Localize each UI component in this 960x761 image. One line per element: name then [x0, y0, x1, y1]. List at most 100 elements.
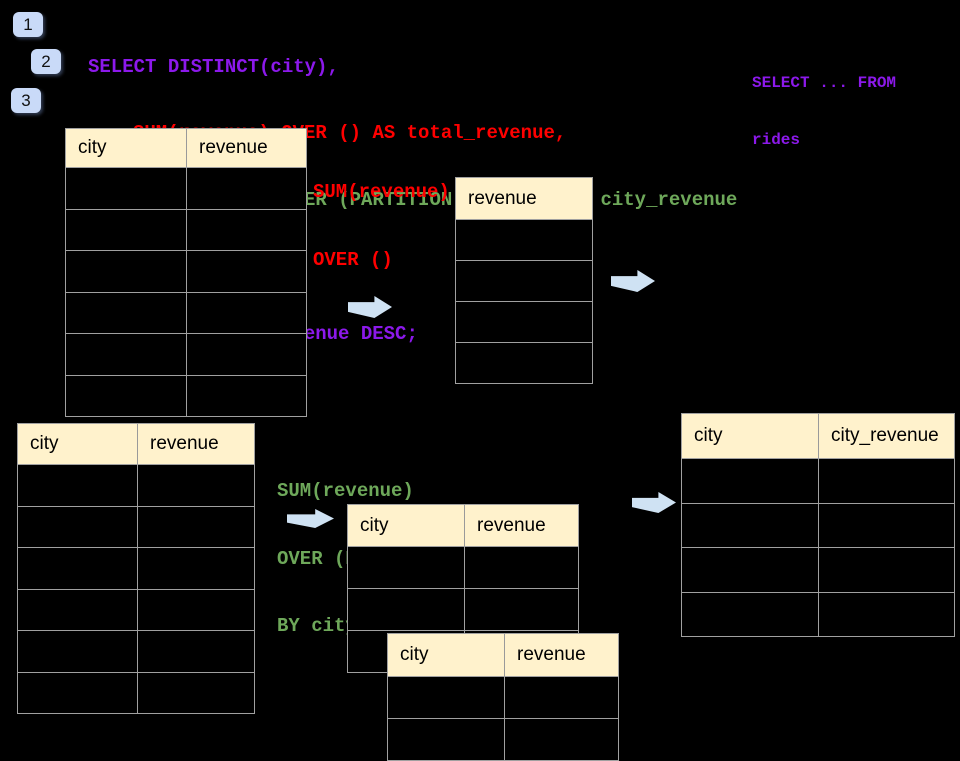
- table-cell: [388, 677, 504, 718]
- arrow-right-icon: [632, 492, 676, 513]
- table-cell: [504, 719, 616, 760]
- note-line-2: rides: [752, 131, 801, 149]
- table-cell: [66, 293, 186, 334]
- table-cell: [137, 631, 252, 672]
- table-cell: [388, 719, 504, 760]
- table-cell: [137, 589, 252, 630]
- table-row: [18, 671, 254, 714]
- annotation-line: SUM(revenue): [313, 181, 450, 203]
- table-header-row: city city_revenue: [682, 414, 954, 458]
- table-body: [456, 219, 592, 383]
- table-cell: [137, 506, 252, 547]
- table-cell: [66, 251, 186, 292]
- table-row: [18, 547, 254, 589]
- annotation-line: SUM(revenue): [277, 480, 414, 502]
- table-cell: [186, 209, 304, 250]
- table-cell: [818, 548, 952, 592]
- table-cell: [348, 547, 464, 588]
- table-row: [682, 547, 954, 592]
- table-cell: [818, 503, 952, 547]
- table-cell: [137, 672, 252, 713]
- table-cell: [186, 334, 304, 375]
- table-cell: [456, 302, 590, 342]
- table-cell: [682, 459, 818, 503]
- table-cell: [348, 589, 464, 630]
- select-from-rides-note: SELECT ... FROM rides: [752, 36, 896, 169]
- table-row: [66, 291, 306, 334]
- table-total-revenue-result: revenue: [455, 177, 593, 384]
- table-body: [66, 167, 306, 416]
- table-cell: [66, 168, 186, 209]
- column-header-revenue: revenue: [468, 187, 537, 209]
- table-cell: [456, 261, 590, 301]
- column-header-revenue: revenue: [504, 634, 616, 676]
- table-cell: [18, 507, 137, 548]
- table-body: [388, 676, 618, 760]
- table-row: [18, 505, 254, 548]
- column-header-revenue: revenue: [137, 424, 252, 464]
- table-row: [66, 250, 306, 292]
- table-cell: [66, 210, 186, 251]
- step-badge-3[interactable]: 3: [11, 88, 41, 113]
- table-row: [66, 333, 306, 375]
- note-line-1: SELECT ... FROM: [752, 74, 897, 92]
- table-cell: [682, 504, 818, 548]
- table-cell: [186, 251, 304, 292]
- table-cell: [18, 673, 137, 714]
- table-cell: [186, 375, 304, 416]
- column-header-city: city: [78, 137, 107, 158]
- column-header-city: city: [30, 433, 59, 454]
- step-badge-1[interactable]: 1: [13, 12, 43, 37]
- table-cell: [504, 677, 616, 718]
- table-cell: [464, 547, 576, 588]
- table-partition-result: city city_revenue: [681, 413, 955, 637]
- table-cell: [18, 590, 137, 631]
- table-row: [456, 219, 592, 260]
- table-cell: [186, 168, 304, 209]
- table-header-row: city revenue: [348, 505, 578, 546]
- table-body: [18, 464, 254, 713]
- step-badge-label: 2: [41, 51, 51, 71]
- table-cell: [186, 292, 304, 333]
- table-row: [18, 464, 254, 506]
- table-source-bottom: city revenue: [17, 423, 255, 714]
- table-row: [456, 342, 592, 383]
- column-header-city: city: [400, 644, 429, 665]
- column-header-city-revenue: city_revenue: [818, 414, 952, 458]
- table-row: [18, 630, 254, 672]
- table-cell: [18, 465, 137, 506]
- table-cell: [18, 631, 137, 672]
- table-source-top: city revenue: [65, 128, 307, 417]
- table-header-row: revenue: [456, 178, 592, 219]
- table-row: [388, 676, 618, 718]
- table-header-row: city revenue: [18, 424, 254, 464]
- table-row: [348, 588, 578, 630]
- table-header-row: city revenue: [388, 634, 618, 676]
- slide-background: { "colors": { "purple": "#8C19EB", "red"…: [11, 12, 955, 761]
- table-cell: [464, 589, 576, 630]
- table-cell: [682, 593, 818, 637]
- table-row: [388, 718, 618, 760]
- sql-line-select: SELECT DISTINCT(city),: [88, 55, 339, 78]
- table-row: [348, 546, 578, 588]
- table-cell: [66, 334, 186, 375]
- table-row: [456, 260, 592, 301]
- table-header-row: city revenue: [66, 129, 306, 167]
- table-cell: [18, 548, 137, 589]
- table-row: [456, 301, 592, 342]
- column-header-revenue: revenue: [186, 129, 304, 167]
- table-row: [66, 208, 306, 251]
- step-badge-2[interactable]: 2: [31, 49, 61, 74]
- table-cell: [137, 548, 252, 589]
- table-cell: [818, 592, 952, 636]
- table-row: [682, 458, 954, 503]
- table-row: [682, 502, 954, 548]
- column-header-city: city: [360, 514, 389, 536]
- annotation-line: OVER (): [313, 248, 393, 271]
- table-row: [66, 167, 306, 209]
- table-cell: [137, 465, 252, 506]
- table-cell: [66, 376, 186, 417]
- annotation-total-revenue: SUM(revenue) OVER (): [313, 136, 450, 294]
- table-cell: [456, 343, 590, 383]
- table-cell: [456, 220, 590, 260]
